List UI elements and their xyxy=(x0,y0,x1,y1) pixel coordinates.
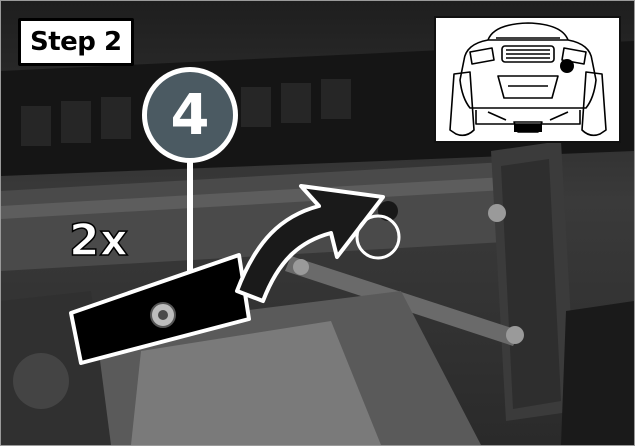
vehicle-location-inset xyxy=(434,16,621,143)
quantity-label: 2x xyxy=(68,214,129,267)
step-label: Step 2 xyxy=(18,18,134,66)
location-dot-icon xyxy=(560,59,574,73)
callout-number: 4 xyxy=(170,82,210,148)
vehicle-rear-view-icon xyxy=(449,22,607,137)
flange-nut-icon xyxy=(150,302,176,328)
callout-leader-line xyxy=(187,159,193,277)
callout-badge xyxy=(142,67,238,163)
